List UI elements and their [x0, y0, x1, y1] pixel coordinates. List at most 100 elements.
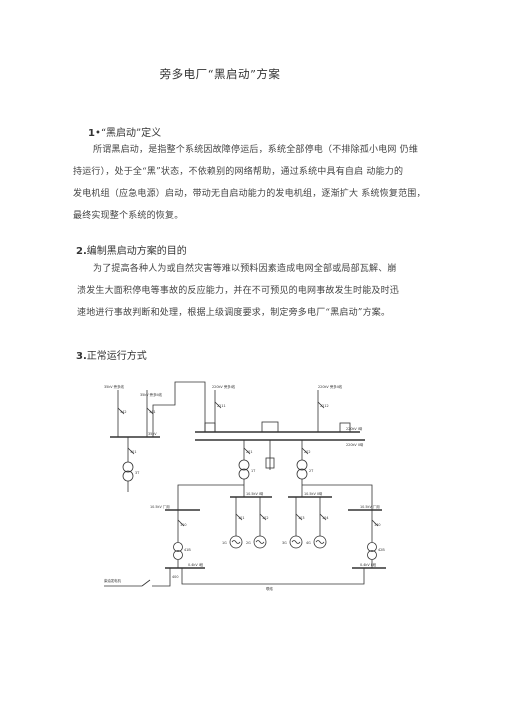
generator-1 [229, 535, 243, 549]
label-bus-220-1: 220kV I母 [346, 427, 363, 431]
label-sw-d: 2211 [217, 404, 226, 408]
label-lv-2: 0.4kV II段 [360, 562, 377, 567]
label-sw-e: 2212 [320, 404, 329, 408]
label-line-d: 220kV 旁多II线 [318, 384, 343, 389]
label-gen-3: 3G [282, 541, 287, 545]
gen-switch-2 [259, 513, 267, 521]
aux-link-1 [177, 484, 244, 510]
diesel-link [152, 568, 171, 587]
label-sw-c: 301 [130, 450, 136, 454]
label-line-a: 35kV 旁多线 [104, 384, 124, 389]
section-1-number: 1 [88, 128, 95, 139]
paragraph-line: 最终实现整个系统的恢复。 [73, 211, 184, 221]
gen-switch-4 [319, 513, 327, 521]
feeder-switch-a [117, 407, 125, 415]
aux-transformer-2-lower [367, 550, 377, 560]
label-aux-2: 10.5kV 厂用 [360, 505, 380, 509]
aux-transformer-1-upper [173, 542, 183, 552]
paragraph-line: 发电机组（应急电源）启动，带动无自启动能力的发电机组，逐渐扩大 系统恢复范围， [73, 189, 426, 199]
label-tr-aux2: 42B [378, 548, 385, 552]
aux-switch-2 [371, 519, 379, 527]
label-bus-10-2: 10.5kV II母 [304, 492, 323, 496]
label-aux-1: 10.5kV 厂用 [150, 505, 170, 509]
generator-1-wave [231, 540, 241, 544]
section-1-title: “黑启动”定义 [100, 128, 162, 139]
label-sw-j: 103 [298, 516, 304, 520]
document-title: 旁多电厂“黑启动”方案 [159, 67, 281, 81]
section-2-heading: 2.编制黑启动方案的目的 [76, 242, 187, 257]
label-diesel: 柴油发电机 [104, 578, 122, 583]
transformer-2t-lower [296, 468, 308, 480]
lv-tie-line [181, 568, 365, 585]
label-gen-2: 2G [246, 541, 251, 545]
generator-4 [313, 535, 327, 549]
diesel-switch [141, 579, 151, 587]
section-1-body: 所谓黑启动，是指整个系统因故障停运后，系统全部停电（不排除孤小电网 仍维 持运行… [73, 139, 426, 227]
label-sw-p: 400 [172, 575, 178, 579]
label-line-c: 220kV 旁多I线 [212, 384, 236, 389]
generator-3 [289, 535, 303, 549]
section-3-heading: 3.正常运行方式 [76, 347, 147, 362]
section-1-heading: 1•“黑启动”定义 [88, 124, 161, 139]
label-bus-220-2: 220kV II母 [346, 443, 364, 447]
switch-301 [127, 447, 135, 455]
label-lv-1: 0.4kV I段 [188, 562, 204, 567]
section-3-number: 3. [76, 351, 87, 362]
label-sw-h: 101 [238, 516, 244, 520]
section-2-title: 编制黑启动方案的目的 [86, 246, 187, 257]
transformer-3t-upper [122, 461, 134, 473]
feeder-switch-b [146, 407, 154, 415]
section-3-title: 正常运行方式 [86, 351, 147, 362]
generator-4-wave [315, 540, 325, 544]
pt-box-2 [339, 422, 351, 433]
label-sw-k: 104 [322, 516, 328, 520]
paragraph-line: 速地进行事故判断和处理，根据上级调度要求，制定旁多电厂“黑启动”方案。 [77, 308, 391, 318]
switch-202 [301, 447, 309, 455]
switch-2211 [214, 401, 222, 409]
gen-switch-3 [295, 513, 303, 521]
label-bus-35: 35kV [148, 432, 157, 436]
surge-box-1 [265, 457, 275, 469]
section-2-body: 为了提高各种人为或自然灾害等难以预料因素造成电网全部或局部瓦解、崩 溃发生大面积… [77, 258, 399, 324]
transformer-1t-lower [238, 468, 250, 480]
aux-transformer-2-upper [367, 542, 377, 552]
transformer-3t-lower [122, 470, 134, 482]
label-sw-a: 342 [120, 410, 126, 414]
label-sw-f: 201 [246, 450, 252, 454]
label-bus-10-1: 10.5kV I母 [246, 492, 264, 496]
gen-switch-1 [235, 513, 243, 521]
label-tie: 联络 [266, 586, 273, 591]
generator-3-wave [291, 540, 301, 544]
label-sw-g: 202 [304, 450, 310, 454]
switch-201 [243, 447, 251, 455]
switch-2212 [317, 401, 325, 409]
paragraph-line: 所谓黑启动，是指整个系统因故障停运后，系统全部停电（不排除孤小电网 仍维 [93, 145, 419, 155]
label-sw-o: 140 [374, 523, 380, 527]
label-tr-aux1: 41B [184, 548, 191, 552]
aux-transformer-1-lower [173, 550, 183, 560]
generator-2 [253, 535, 267, 549]
section-2-number: 2. [76, 246, 87, 257]
generator-2-wave [255, 540, 265, 544]
bus-coupler [261, 421, 279, 433]
aux-link-2 [302, 484, 373, 510]
label-gen-1: 1G [222, 541, 227, 545]
paragraph-line: 溃发生大面积停电等事故的反应能力，并在不可预见的电网事故发生时能及时迅 [77, 286, 400, 296]
pt-box-1 [204, 422, 216, 433]
transformer-1t-upper [238, 459, 250, 471]
label-sw-l: 110 [180, 523, 186, 527]
section-1-separator: • [94, 128, 101, 139]
paragraph-line: 为了提高各种人为或自然灾害等难以预料因素造成电网全部或局部瓦解、崩 [93, 264, 397, 274]
label-tr-a: 3T [135, 471, 140, 475]
link-35-220 [152, 381, 206, 437]
label-tr-1: 1T [251, 469, 256, 473]
aux-switch-1 [177, 519, 185, 527]
transformer-2t-upper [296, 459, 308, 471]
label-sw-b: 341 [149, 410, 155, 414]
paragraph-line: 持运行），处于全“黑”状态，不依赖别的网络帮助，通过系统中具有自启 动能力的 [73, 167, 404, 177]
label-tr-2: 2T [309, 469, 314, 473]
label-sw-i: 102 [262, 516, 268, 520]
label-gen-4: 4G [306, 541, 311, 545]
label-line-b: 35kV 旁多II线 [140, 392, 162, 397]
